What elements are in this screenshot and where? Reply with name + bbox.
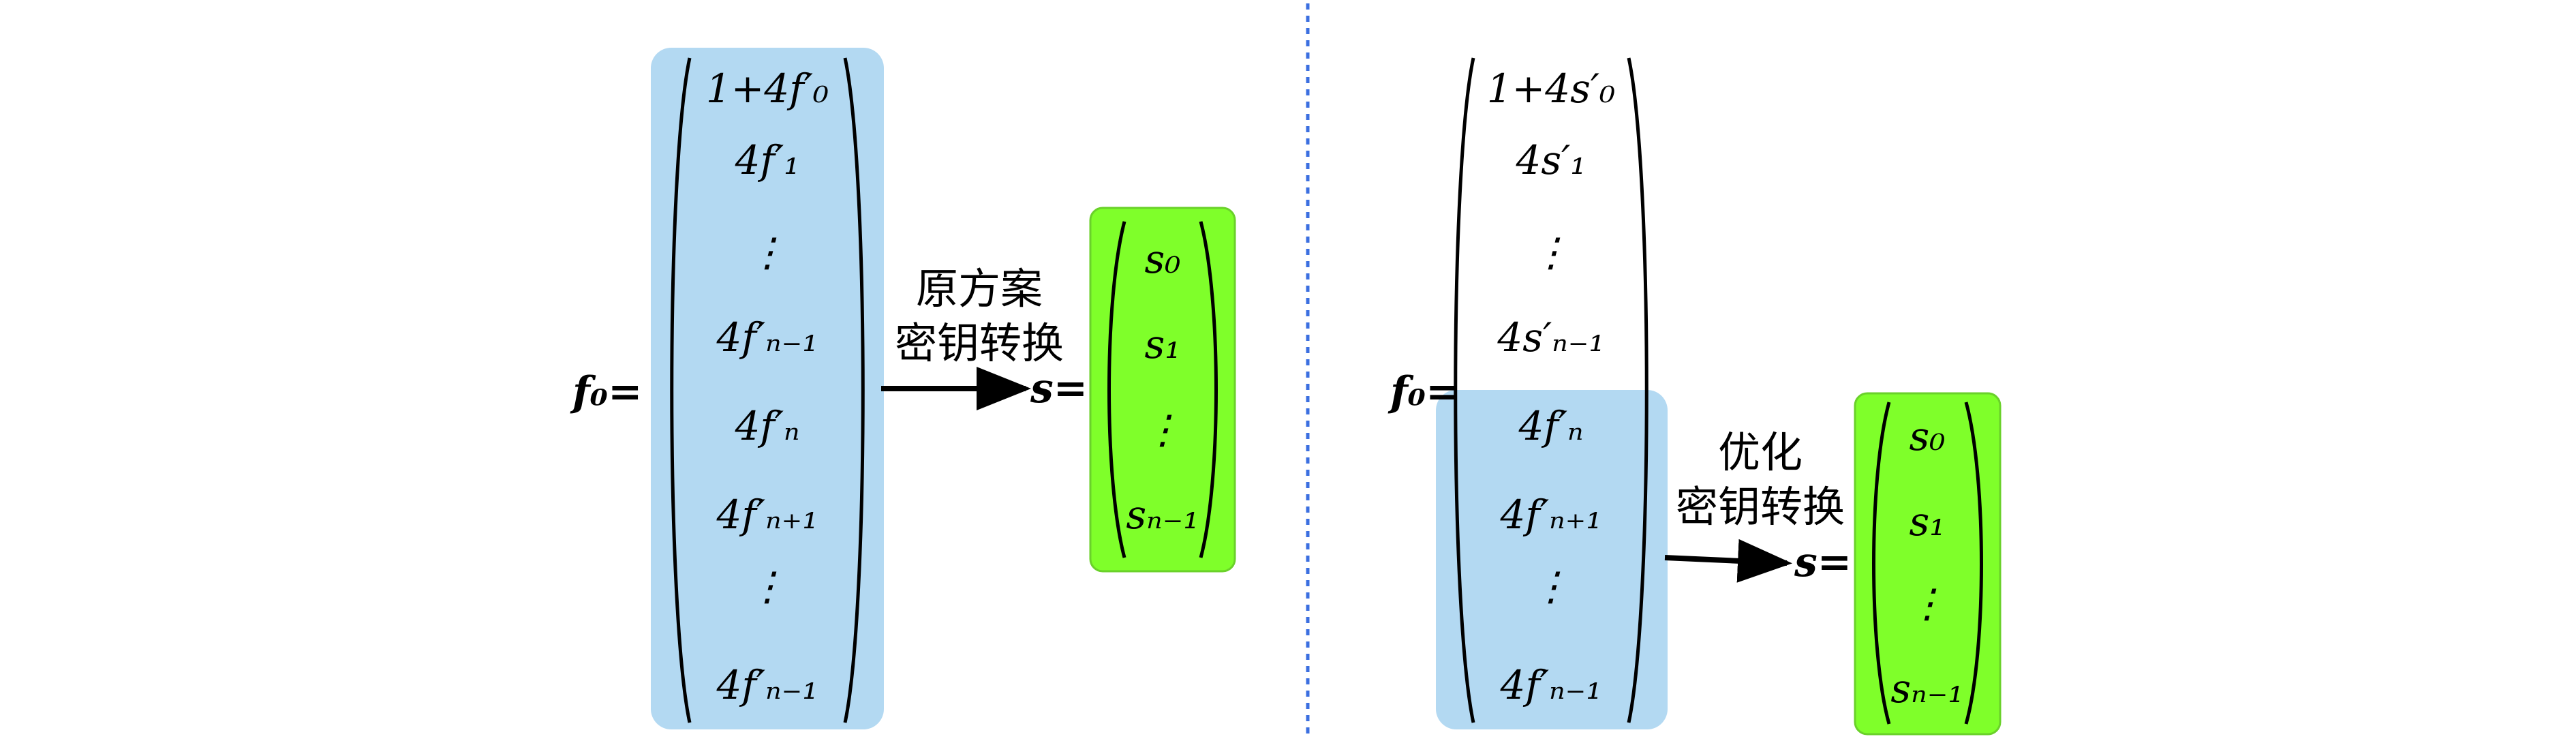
left-result-close-paren xyxy=(1199,221,1218,558)
right-result-close-paren xyxy=(1964,402,1983,725)
right-vector-entry: 4s′ₙ₋₁ xyxy=(1497,314,1604,361)
right-result-entry: sₙ₋₁ xyxy=(1890,665,1963,712)
right-result-entry: s₀ xyxy=(1909,413,1945,459)
left-result-highlight xyxy=(1089,207,1236,573)
right-vector-entry: ⋮ xyxy=(1531,229,1571,275)
right-arrow-label-line2: 密钥转换 xyxy=(1676,482,1845,532)
left-vector-entry: 4f′ₙ xyxy=(734,403,799,449)
right-transform-arrow xyxy=(1664,539,1792,583)
right-arrow-label-line1: 优化 xyxy=(1718,427,1803,477)
right-vector-entry: 4f′ₙ₋₁ xyxy=(1500,662,1602,708)
left-vector-entry: ⋮ xyxy=(748,229,787,275)
left-result-entry: sₙ₋₁ xyxy=(1126,492,1199,538)
left-arrow-label-line1: 原方案 xyxy=(916,264,1043,314)
right-lhs: f₀= xyxy=(1387,368,1460,416)
left-arrow-label-line2: 密钥转换 xyxy=(895,318,1064,368)
right-vector-close-paren xyxy=(1627,57,1649,723)
right-result-highlight xyxy=(1854,392,2002,736)
right-result-open-paren xyxy=(1872,402,1891,725)
right-vector-entry: 4f′ₙ xyxy=(1518,403,1583,449)
left-vector-highlight xyxy=(651,48,884,729)
right-vector-entry: 4f′ₙ₊₁ xyxy=(1500,492,1602,538)
left-result-entry: s₁ xyxy=(1144,321,1180,367)
right-vector-entry: 4s′₁ xyxy=(1515,137,1586,183)
left-vector-entry: 4f′ₙ₋₁ xyxy=(716,662,818,708)
left-vector-entry: 1+4f′₀ xyxy=(706,65,829,112)
right-result-entry: ⋮ xyxy=(1907,580,1947,626)
right-vector-entry: ⋮ xyxy=(1531,563,1571,609)
right-vector-entry: 1+4s′₀ xyxy=(1487,65,1616,112)
right-vector-open-paren xyxy=(1454,57,1475,723)
left-result-lhs: s= xyxy=(1030,365,1088,412)
left-result-entry: ⋮ xyxy=(1143,406,1182,453)
right-result-lhs: s= xyxy=(1794,539,1852,586)
left-vector-open-paren xyxy=(670,57,692,723)
left-lhs: f₀= xyxy=(570,368,642,416)
right-vector-highlight xyxy=(1436,390,1668,729)
left-vector-entry: 4f′₁ xyxy=(735,137,800,183)
left-result-open-paren xyxy=(1107,221,1126,558)
right-result-entry: s₁ xyxy=(1909,498,1945,545)
left-vector-close-paren xyxy=(843,57,865,723)
right-scheme: f₀= 1+4s′₀ 4s′₁ ⋮ 4s′ₙ₋₁ 4f′ₙ 4f′ₙ₊₁ ⋮ 4… xyxy=(1387,57,2002,736)
left-vector-entry: 4f′ₙ₋₁ xyxy=(716,314,818,361)
left-vector-entry: ⋮ xyxy=(748,563,787,609)
left-vector-entry: 4f′ₙ₊₁ xyxy=(716,492,818,538)
left-scheme: f₀= 1+4f′₀ 4f′₁ ⋮ 4f′ₙ₋₁ 4f′ₙ 4f′ₙ₊₁ ⋮ 4… xyxy=(570,48,1236,729)
left-result-entry: s₀ xyxy=(1144,236,1180,282)
